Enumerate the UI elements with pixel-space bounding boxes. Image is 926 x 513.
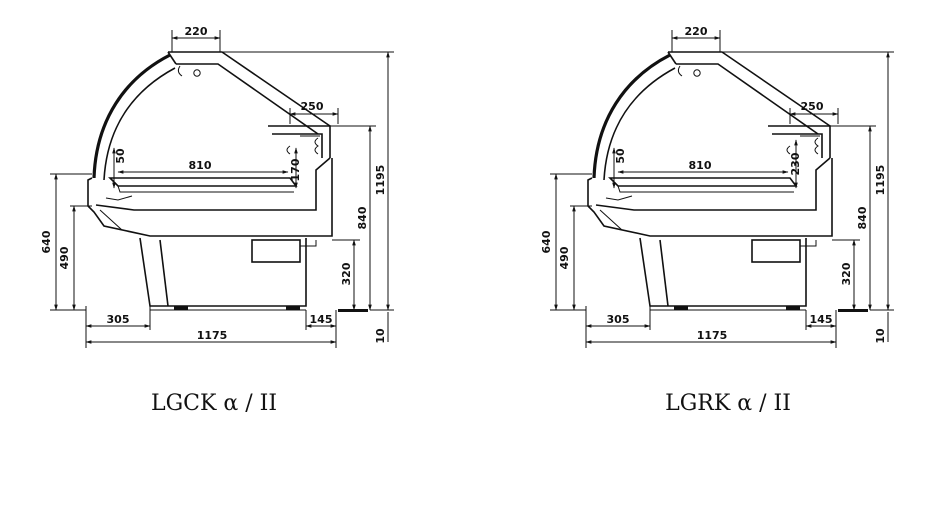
dim-ledge-height: 840 [330,125,376,311]
dim-total-width: 1175 [85,329,337,344]
dim-total-height-label: 1195 [874,165,887,196]
dim-ledge-width-label: 250 [301,100,324,113]
dim-lower-height-label: 490 [58,246,71,269]
dim-display-depth-label: 810 [689,159,712,172]
caption-lgrk: LGRK α / II [665,391,791,416]
dim-inner-height: 230 [789,139,802,189]
dim-ledge-height-label: 840 [356,206,369,229]
dim-lower-height-label: 490 [558,246,571,269]
dim-foot-height: 10 [374,312,389,344]
dim-total-width: 1175 [585,329,837,344]
dim-display-depth: 810 [617,159,789,174]
dim-top-width-label: 220 [685,25,708,38]
dim-base-height-label: 320 [840,262,853,285]
dim-front-depth: 305 [585,306,651,348]
dim-total-width-label: 1175 [697,329,728,342]
dim-ledge-width: 250 [289,100,339,124]
dim-total-height-label: 1195 [374,165,387,196]
dim-total-height: 1195 [722,51,894,311]
dim-ledge-width: 250 [789,100,839,124]
dim-total-width-label: 1175 [197,329,228,342]
dim-top-width-label: 220 [185,25,208,38]
dim-display-depth: 810 [117,159,289,174]
dim-lower-height: 490 [58,205,92,311]
dim-counter-height-label: 640 [40,230,53,253]
dim-ledge-width-label: 250 [801,100,824,113]
dim-inner-height-label: 230 [789,152,802,175]
diagram-lgck: 220 250 810 50 170 640 [40,25,394,416]
dim-glass-step: 50 [112,147,127,189]
caption-lgck: LGCK α / II [151,391,277,416]
dim-top-width: 220 [171,25,221,52]
dim-foot-height-label: 10 [374,328,387,344]
dim-rear-offset-label: 145 [310,313,333,326]
dim-counter-height: 640 [540,173,592,311]
diagram-lgrk: 220 250 810 50 230 640 [540,25,894,416]
dim-glass-step: 50 [612,147,627,189]
dim-counter-height-label: 640 [540,230,553,253]
dim-top-width: 220 [671,25,721,52]
dim-rear-offset-label: 145 [810,313,833,326]
dim-lower-height: 490 [558,205,592,311]
dim-front-depth-label: 305 [107,313,130,326]
cabinet-profile-drawing [86,50,370,314]
dim-foot-height: 10 [874,312,889,344]
dim-base-height: 320 [832,239,860,311]
dim-inner-height-label: 170 [289,158,302,181]
dim-total-height: 1195 [222,51,394,311]
dim-foot-height-label: 10 [874,328,887,344]
dim-glass-step-label: 50 [114,148,127,164]
dim-display-depth-label: 810 [189,159,212,172]
dim-base-height: 320 [332,239,360,311]
dim-ledge-height-label: 840 [856,206,869,229]
dim-base-height-label: 320 [340,262,353,285]
dim-inner-height: 170 [289,147,302,189]
cabinet-profile-drawing [586,50,870,314]
dim-front-depth-label: 305 [607,313,630,326]
dim-counter-height: 640 [40,173,92,311]
dim-glass-step-label: 50 [614,148,627,164]
dim-ledge-height: 840 [830,125,876,311]
